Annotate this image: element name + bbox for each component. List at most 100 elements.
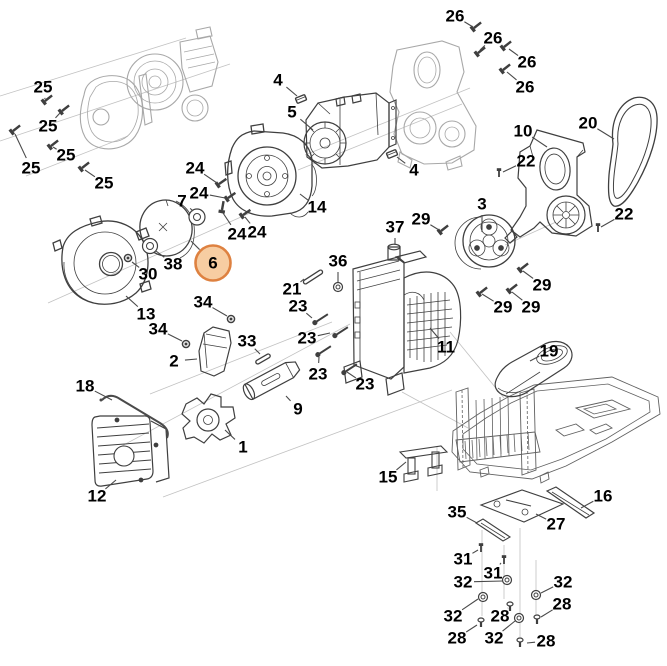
screw-fastener xyxy=(505,283,518,295)
callout-leader xyxy=(84,169,96,178)
screw-fastener xyxy=(40,94,53,106)
part-callout-28[interactable]: 28 xyxy=(537,632,556,651)
callout-leader xyxy=(502,620,516,632)
part-callout-24[interactable]: 24 xyxy=(228,225,247,244)
part-callout-9[interactable]: 9 xyxy=(293,400,302,419)
part-callout-22[interactable]: 22 xyxy=(517,152,536,171)
callout-leader-lines xyxy=(14,21,615,644)
part-callout-23[interactable]: 23 xyxy=(289,297,308,316)
part-2-deflector xyxy=(198,326,232,377)
bolt-fastener xyxy=(506,601,514,611)
part-callout-32[interactable]: 32 xyxy=(554,573,573,592)
part-callout-4[interactable]: 4 xyxy=(273,71,283,90)
part-callout-28[interactable]: 28 xyxy=(553,595,572,614)
callout-leader xyxy=(55,112,61,119)
guide-line xyxy=(304,87,471,156)
part-callout-25[interactable]: 25 xyxy=(57,146,76,165)
washer-fastener xyxy=(501,574,513,586)
part-callout-18[interactable]: 18 xyxy=(76,377,95,396)
part-37-sleeve xyxy=(387,243,401,261)
part-callout-6[interactable]: 6 xyxy=(208,254,217,273)
part-callout-32[interactable]: 32 xyxy=(485,629,504,648)
part-callout-27[interactable]: 27 xyxy=(547,515,566,534)
callout-leader xyxy=(299,118,314,131)
part-callout-24[interactable]: 24 xyxy=(186,159,205,178)
callout-leader xyxy=(535,513,547,520)
part-callout-38[interactable]: 38 xyxy=(164,255,183,274)
callout-leader xyxy=(317,332,331,337)
part-callout-32[interactable]: 32 xyxy=(444,607,463,626)
callout-leader xyxy=(529,355,540,362)
part-callout-3[interactable]: 3 xyxy=(477,195,486,214)
screw-fastener xyxy=(469,21,482,33)
part-callout-19[interactable]: 19 xyxy=(540,342,559,361)
part-callout-22[interactable]: 22 xyxy=(615,205,634,224)
part-callout-5[interactable]: 5 xyxy=(287,103,296,122)
part-callout-26[interactable]: 26 xyxy=(446,7,465,26)
part-callout-13[interactable]: 13 xyxy=(137,305,156,324)
key-fastener xyxy=(294,94,308,104)
part-callout-25[interactable]: 25 xyxy=(22,159,41,178)
part-callout-31[interactable]: 31 xyxy=(484,564,503,583)
part-callout-24[interactable]: 24 xyxy=(190,184,209,203)
part-callout-29[interactable]: 29 xyxy=(533,276,552,295)
part-callout-29[interactable]: 29 xyxy=(522,298,541,317)
part-callout-29[interactable]: 29 xyxy=(494,298,513,317)
callout-leader xyxy=(167,333,183,342)
callout-leader xyxy=(184,358,198,361)
part-callout-15[interactable]: 15 xyxy=(379,468,398,487)
screw-fastener xyxy=(238,208,252,220)
part-callout-26[interactable]: 26 xyxy=(484,29,503,48)
screw-fastener xyxy=(516,262,529,274)
part-callout-20[interactable]: 20 xyxy=(579,114,598,133)
part-callout-26[interactable]: 26 xyxy=(516,78,535,97)
screw-fastener xyxy=(499,40,512,52)
part-callout-28[interactable]: 28 xyxy=(491,607,510,626)
screw-fastener xyxy=(218,200,226,214)
part-callout-33[interactable]: 33 xyxy=(238,332,257,351)
part-callout-25[interactable]: 25 xyxy=(95,174,114,193)
part-callout-14[interactable]: 14 xyxy=(308,198,327,217)
callout-leader xyxy=(286,86,298,97)
screw-fastener xyxy=(8,124,21,136)
part-callout-10[interactable]: 10 xyxy=(514,122,533,141)
part-callout-7[interactable]: 7 xyxy=(177,192,186,211)
part-callout-32[interactable]: 32 xyxy=(454,573,473,592)
part-callout-24[interactable]: 24 xyxy=(248,223,267,242)
part-callout-12[interactable]: 12 xyxy=(88,487,107,506)
part-callout-26[interactable]: 26 xyxy=(518,53,537,72)
part-callout-2[interactable]: 2 xyxy=(169,352,178,371)
part-callout-16[interactable]: 16 xyxy=(594,487,613,506)
callout-leader xyxy=(597,128,615,140)
part-callout-23[interactable]: 23 xyxy=(356,375,375,394)
screwlong-fastener xyxy=(315,345,332,358)
part-callout-25[interactable]: 25 xyxy=(34,78,53,97)
part-callout-37[interactable]: 37 xyxy=(386,218,405,237)
part-callout-11[interactable]: 11 xyxy=(437,338,455,357)
callout-leader xyxy=(479,45,486,51)
callout-leader xyxy=(522,270,534,279)
part-19-air-duct xyxy=(494,340,573,398)
part-callout-29[interactable]: 29 xyxy=(412,210,431,229)
part-callout-1[interactable]: 1 xyxy=(238,438,247,457)
part-callout-31[interactable]: 31 xyxy=(454,550,473,569)
part-callout-35[interactable]: 35 xyxy=(448,503,467,522)
part-callout-21[interactable]: 21 xyxy=(283,280,302,299)
callout-leader xyxy=(472,549,479,554)
part-callout-30[interactable]: 30 xyxy=(139,265,158,284)
part-20-v-belt xyxy=(607,96,658,207)
guide-line xyxy=(0,37,187,97)
screw-fastener xyxy=(436,224,449,236)
callout-leader xyxy=(52,146,57,150)
part-callout-23[interactable]: 23 xyxy=(309,365,328,384)
part-3-clutch-assembly xyxy=(454,214,516,270)
guide-line xyxy=(117,323,351,449)
callout-leader xyxy=(430,224,440,231)
part-callout-25[interactable]: 25 xyxy=(39,117,58,136)
part-callout-23[interactable]: 23 xyxy=(298,329,317,348)
part-callout-34[interactable]: 34 xyxy=(149,320,168,339)
part-callout-34[interactable]: 34 xyxy=(194,293,213,312)
part-callout-4[interactable]: 4 xyxy=(409,161,419,180)
part-callout-36[interactable]: 36 xyxy=(329,252,348,271)
part-callout-28[interactable]: 28 xyxy=(448,629,467,648)
